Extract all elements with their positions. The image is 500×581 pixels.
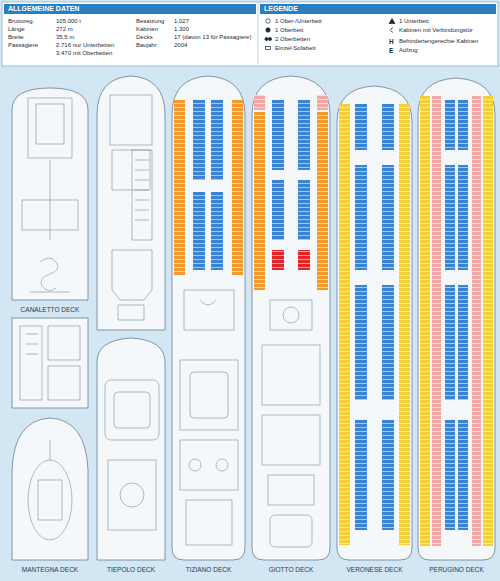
data-text: Passagiere bbox=[8, 42, 38, 49]
deck-details bbox=[20, 95, 320, 547]
panel-heading: ALLGEMEINE DATEN bbox=[8, 5, 79, 13]
legend-text: 1 Oberbett bbox=[275, 27, 303, 34]
deck-area: VERONESE DECK bbox=[337, 86, 412, 560]
data-text: 272 m bbox=[56, 26, 73, 33]
data-text: Bruttoreg. bbox=[8, 18, 34, 25]
deck-outline bbox=[12, 76, 495, 560]
panel-heading: LEGENDE bbox=[264, 5, 298, 13]
legend-text: Einzel-Sofabett bbox=[275, 45, 316, 52]
data-text: Kabinen bbox=[136, 26, 158, 33]
legend-text: Kabinen mit Verbindungstür bbox=[399, 27, 473, 34]
deck-area: PERUGINO DECK bbox=[418, 78, 495, 560]
deck-name: TIEPOLO DECK bbox=[107, 566, 155, 574]
data-text: 2004 bbox=[174, 42, 187, 49]
deck-area: TIEPOLO DECK bbox=[97, 76, 165, 560]
data-text: 3.470 mit Oberbetten bbox=[56, 50, 112, 57]
data-text: 17 (davon 13 für Passagiere) bbox=[174, 34, 251, 41]
legend-symbol: E bbox=[389, 47, 393, 54]
legend-symbol: H bbox=[389, 38, 394, 45]
deck-area: CANALETTO DECK bbox=[12, 88, 88, 300]
data-text: 2.716 nur Unterbetten bbox=[56, 42, 114, 49]
data-text: 1.300 bbox=[174, 26, 189, 33]
data-text: 35,5 m bbox=[56, 34, 74, 41]
deck-area: TIZIANO DECK bbox=[172, 76, 245, 560]
deck-name: TIZIANO DECK bbox=[186, 566, 232, 574]
data-text: Baujahr bbox=[136, 42, 157, 49]
legend-text: Behindertengerechte Kabinen bbox=[399, 38, 478, 45]
legend-text: 2 Oberbetten bbox=[275, 36, 310, 43]
data-text: 105.000 t bbox=[56, 18, 81, 25]
legend-text: 1 Unterbett bbox=[399, 18, 429, 25]
data-text: Decks bbox=[136, 34, 153, 41]
legend-symbols bbox=[265, 19, 395, 50]
legend-text: Aufzug bbox=[399, 47, 418, 54]
data-text: Länge bbox=[8, 26, 25, 33]
deck-name: PERUGINO DECK bbox=[429, 566, 484, 574]
deck-name: CANALETTO DECK bbox=[21, 306, 80, 314]
info-panel bbox=[2, 2, 498, 66]
data-text: 1.027 bbox=[174, 18, 189, 25]
header-band bbox=[4, 4, 256, 14]
deck-area: MANTEGNA DECK bbox=[12, 418, 88, 560]
header-band bbox=[260, 4, 496, 14]
data-text: Breite bbox=[8, 34, 24, 41]
deck-area: GIOTTO DECK bbox=[252, 76, 330, 560]
deck-name: MANTEGNA DECK bbox=[22, 566, 78, 574]
data-text: Besatzung bbox=[136, 18, 164, 25]
deck-name: GIOTTO DECK bbox=[269, 566, 314, 574]
deck-name: VERONESE DECK bbox=[347, 566, 403, 574]
legend-text: 1 Ober-/Unterbett bbox=[275, 18, 322, 25]
